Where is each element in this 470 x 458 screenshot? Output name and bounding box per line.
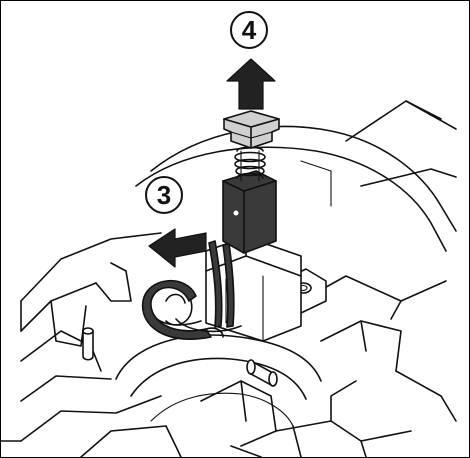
spring (234, 146, 266, 182)
cradle (115, 334, 322, 457)
pin-right (246, 359, 278, 387)
callout-3: 3 (145, 176, 183, 214)
brush-cap (223, 110, 280, 149)
arrow-up-icon (226, 58, 276, 110)
housing-shell (135, 100, 457, 252)
lead-wire (141, 240, 242, 340)
callout-4-label: 4 (242, 15, 257, 45)
callout-3-label: 3 (157, 180, 171, 210)
base-frame (1, 232, 167, 457)
carbon-brush (222, 170, 277, 254)
peg-left (82, 327, 94, 361)
callout-4: 4 (230, 11, 268, 49)
arrow-left-icon (148, 228, 207, 268)
